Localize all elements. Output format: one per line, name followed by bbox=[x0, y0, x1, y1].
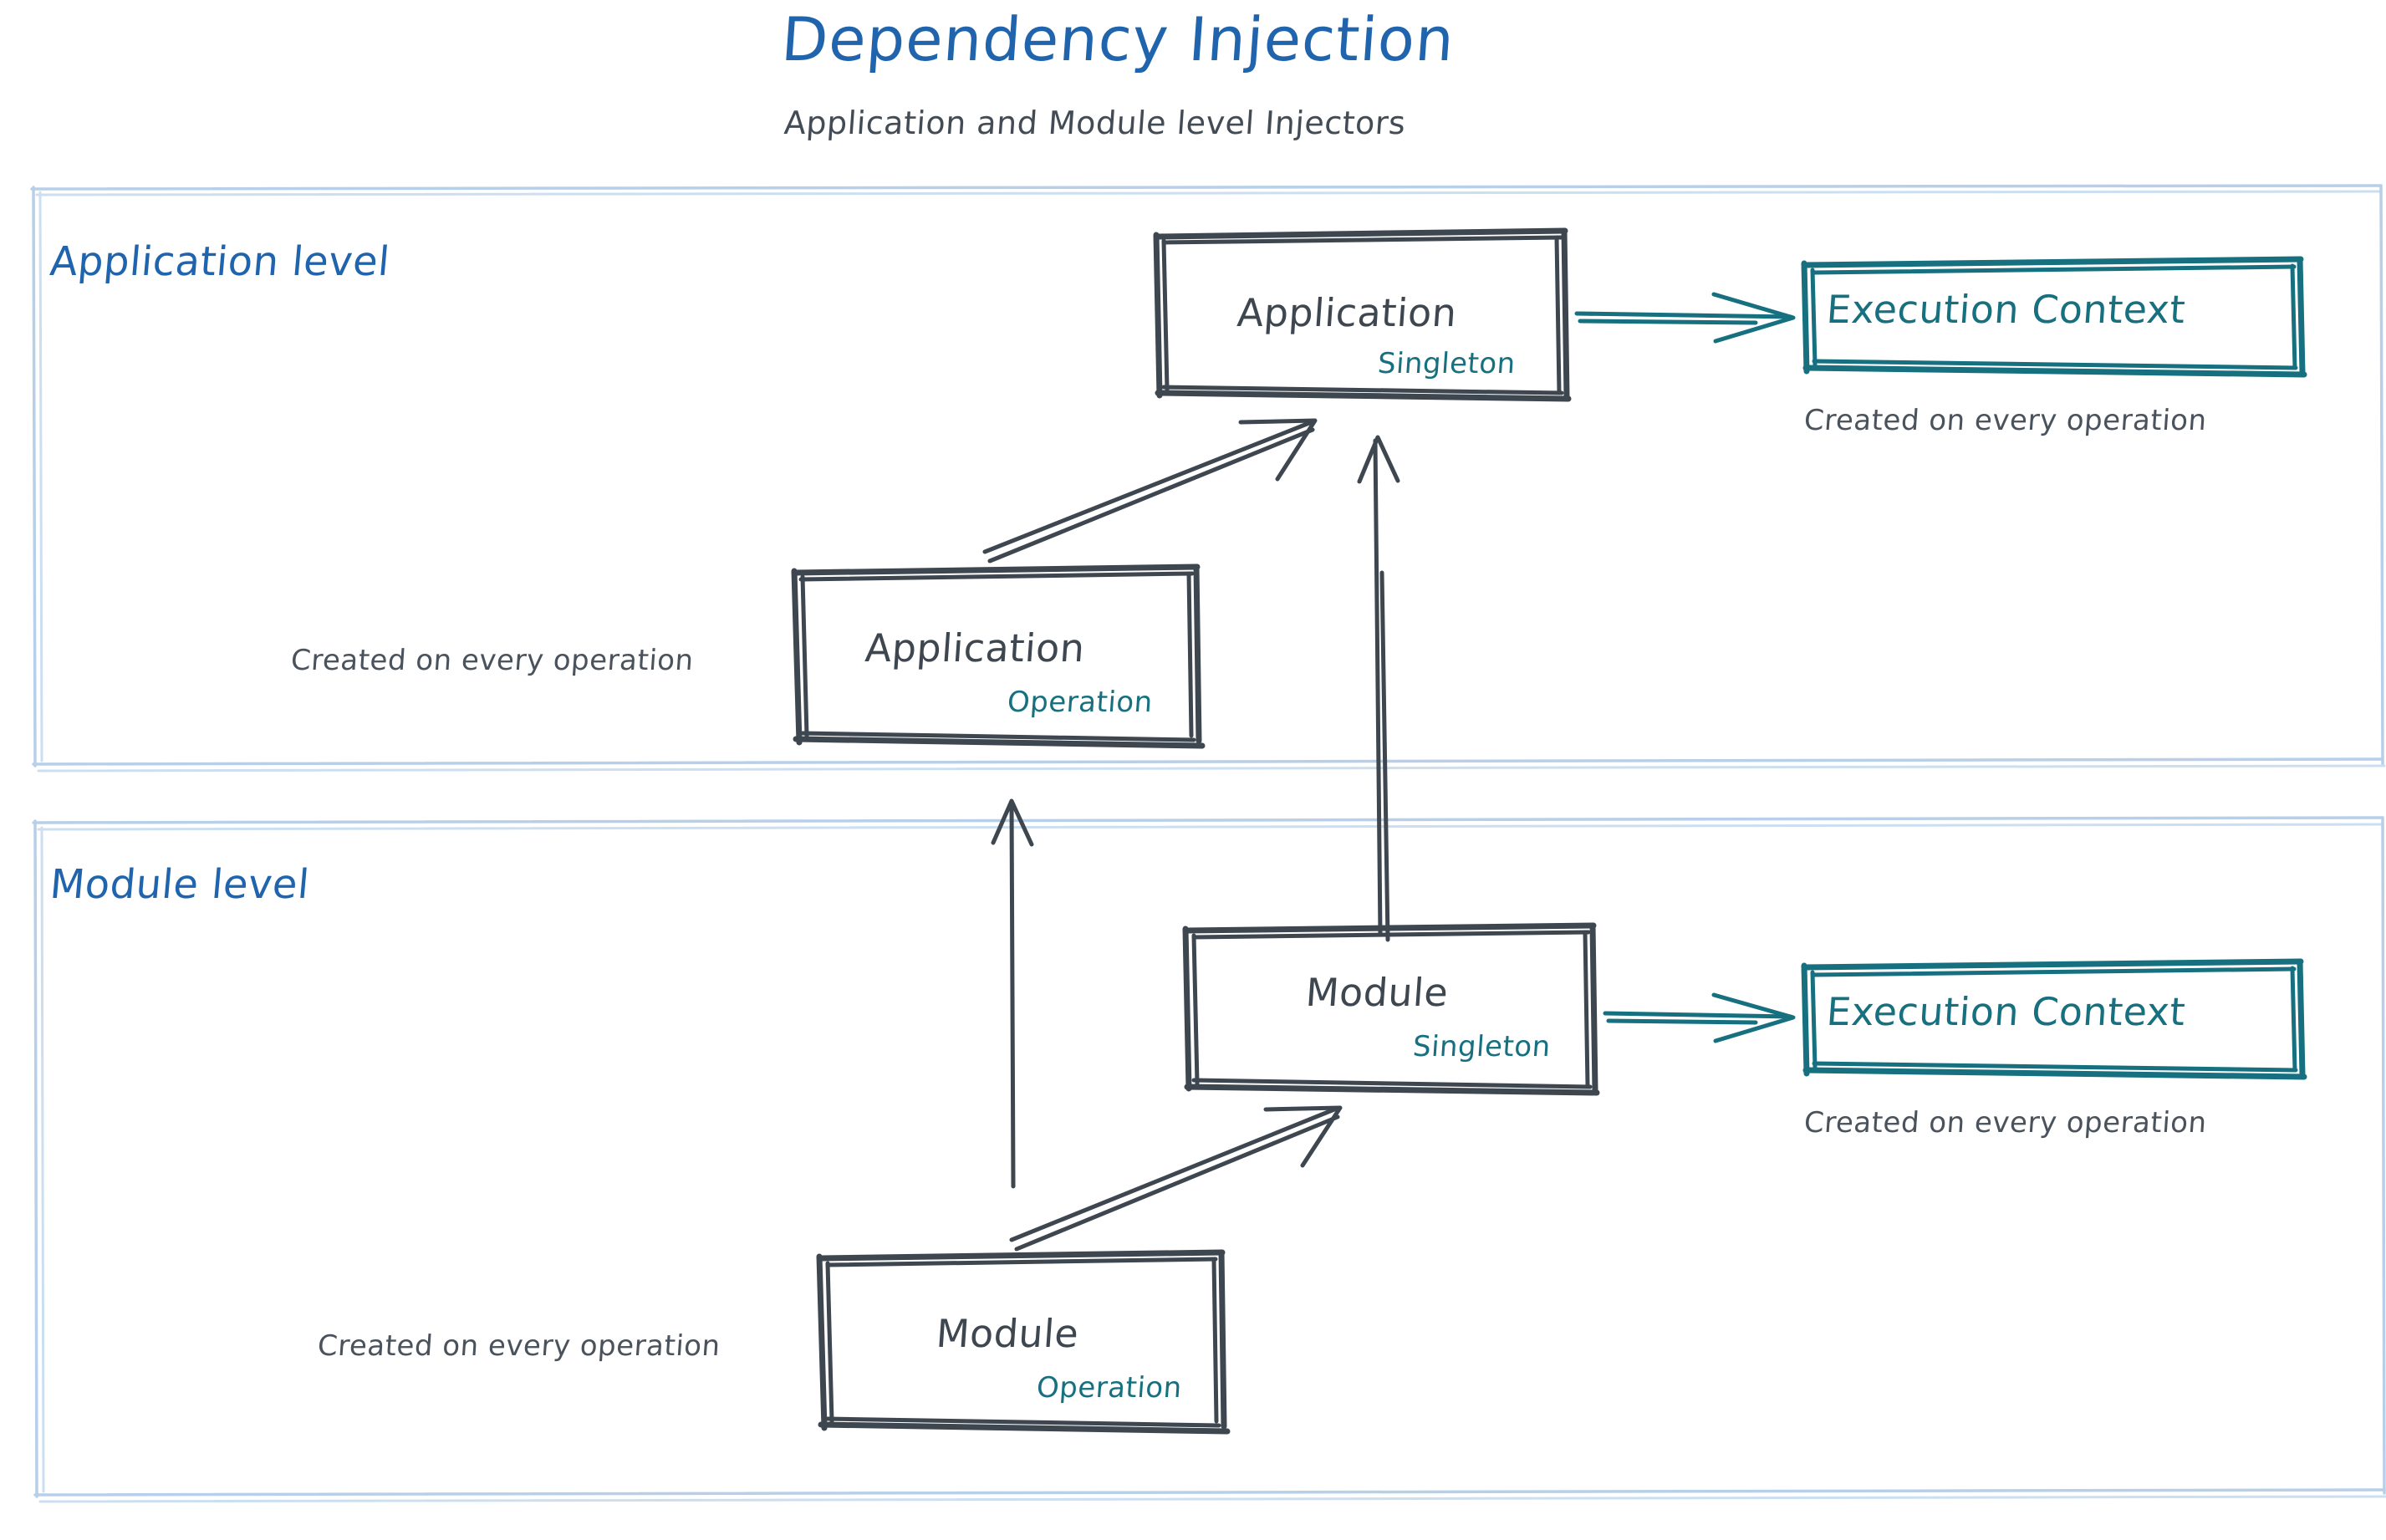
application-operation-caption: Created on every operation bbox=[289, 644, 696, 677]
application-operation-box-scope: Operation bbox=[1006, 686, 1155, 719]
arrow-module-operation-to-module-singleton bbox=[1009, 1105, 1343, 1252]
module-operation-box-title: Module bbox=[935, 1311, 1081, 1356]
application-operation-box-title: Application bbox=[864, 625, 1087, 671]
page-subtitle: Application and Module level Injectors bbox=[783, 105, 1407, 141]
module-singleton-box-scope: Singleton bbox=[1411, 1030, 1552, 1063]
arrow-module-singleton-to-execution-context bbox=[1603, 992, 1796, 1043]
application-execution-context-title: Execution Context bbox=[1825, 287, 2187, 332]
module-operation-caption: Created on every operation bbox=[316, 1329, 722, 1363]
application-singleton-box-scope: Singleton bbox=[1376, 347, 1517, 380]
application-singleton-box-title: Application bbox=[1236, 290, 1459, 335]
module-execution-context-title: Execution Context bbox=[1825, 989, 2187, 1034]
arrow-application-operation-to-application-singleton bbox=[982, 418, 1318, 563]
application-level-label: Application level bbox=[48, 238, 392, 285]
application-execution-context-caption: Created on every operation bbox=[1802, 404, 2209, 437]
module-level-panel-frame bbox=[32, 816, 2386, 1503]
module-operation-box-scope: Operation bbox=[1035, 1371, 1184, 1405]
arrow-module-operation-to-application-operation bbox=[991, 798, 1034, 1189]
module-level-label: Module level bbox=[48, 861, 312, 908]
module-execution-context-caption: Created on every operation bbox=[1802, 1106, 2209, 1140]
page-title: Dependency Injection bbox=[779, 4, 1457, 74]
module-singleton-box-title: Module bbox=[1304, 970, 1450, 1015]
arrow-module-singleton-to-application-singleton bbox=[1357, 435, 1400, 942]
arrow-application-singleton-to-execution-context bbox=[1574, 292, 1796, 344]
